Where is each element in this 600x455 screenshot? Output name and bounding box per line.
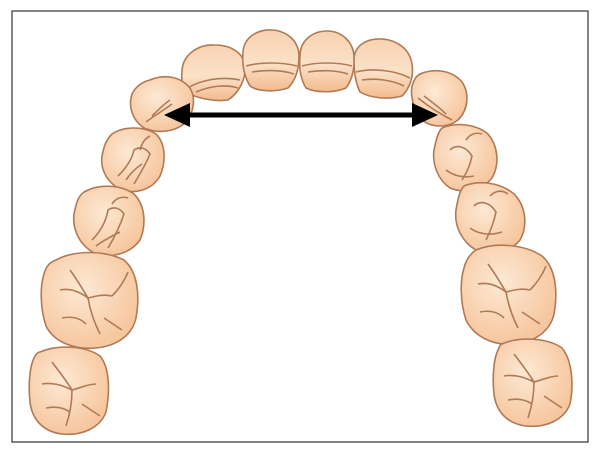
tooth-right-second-molar [28,346,110,436]
tooth-right-central-incisor [241,29,300,92]
tooth-left-lateral-incisor [353,38,414,99]
tooth-left-second-premolar [454,181,526,254]
tooth-left-central-incisor [298,30,355,93]
arrowhead-left [164,103,190,127]
tooth-left-first-molar [460,244,557,345]
tooth-left-second-molar [492,338,573,428]
tooth-left-first-premolar [432,123,498,192]
tooth-right-second-premolar [72,185,145,257]
tooth-right-lateral-incisor [180,44,246,102]
tooth-right-first-premolar [100,127,165,193]
arrowhead-right [412,103,438,127]
tooth-right-first-molar [40,251,139,350]
inter-canine-width-arrow [164,103,438,127]
